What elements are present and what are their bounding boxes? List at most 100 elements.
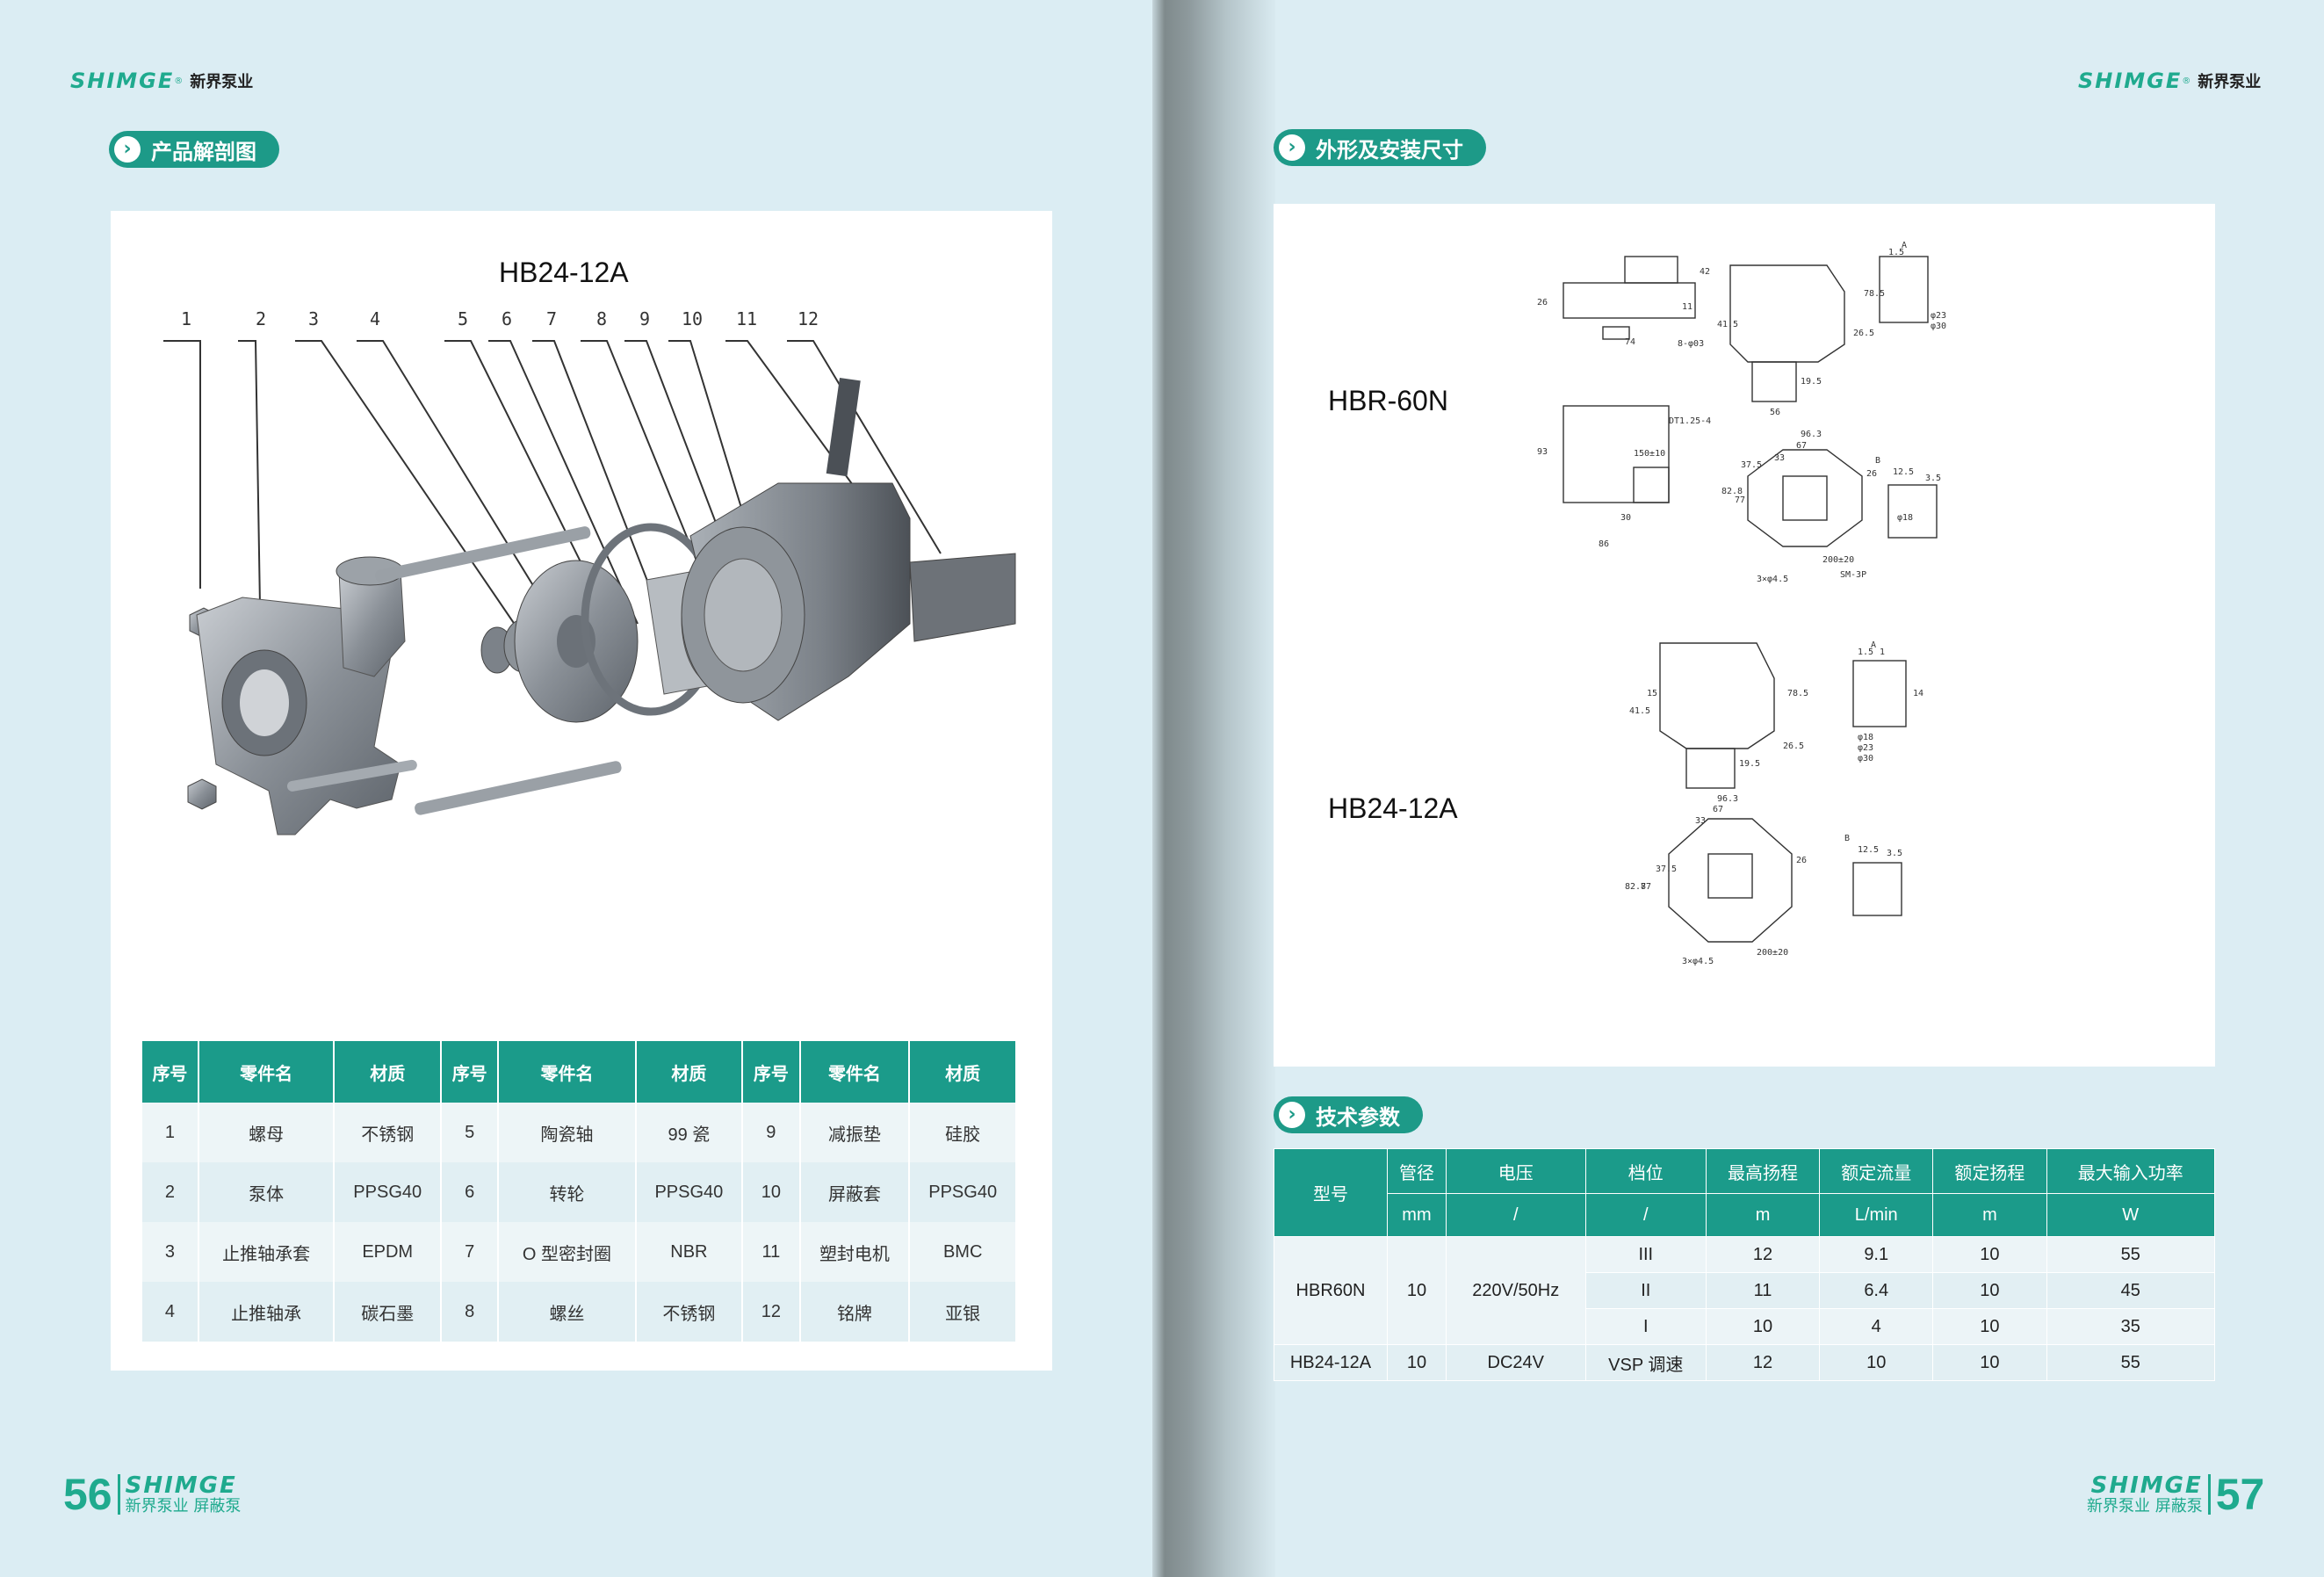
cell: 9 (742, 1103, 801, 1162)
col-header-part-1: 零件名 (198, 1041, 336, 1103)
dimension-drawings-panel: HBR-60N HB24-12A 26 74 42 11 8-φ03 41.5 … (1274, 204, 2215, 1067)
cell: 99 瓷 (635, 1103, 744, 1162)
cell: EPDM (334, 1222, 442, 1282)
dim: SM-3P (1840, 570, 1866, 580)
cell: 45 (2046, 1272, 2215, 1309)
footer-brand: SHIMGE (2090, 1472, 2203, 1499)
unit-speed: / (1584, 1193, 1707, 1237)
cell: 不锈钢 (334, 1103, 442, 1162)
elevation-inlet (1685, 748, 1736, 789)
col-header-rated-head: 额定扬程 (1932, 1148, 2047, 1194)
footer-subtitle: 新界泵业 屏蔽泵 (125, 1497, 242, 1516)
dim: B (1844, 834, 1850, 843)
dim: 1 (1880, 647, 1885, 657)
cell: VSP 调速 (1584, 1344, 1707, 1381)
plan-view-window (1707, 853, 1753, 899)
cell-pipe: 10 (1387, 1236, 1447, 1345)
chevron-right-icon: › (1279, 1102, 1305, 1128)
table-row: I 10 4 10 35 (1274, 1308, 2215, 1345)
cell: 9.1 (1819, 1236, 1934, 1273)
dim: 56 (1770, 408, 1780, 417)
cell: 11 (1705, 1272, 1821, 1309)
cell: 5 (441, 1103, 500, 1162)
dim: 3×φ4.5 (1757, 575, 1788, 584)
page-number: 56 (63, 1470, 112, 1519)
dim: 200±20 (1822, 555, 1854, 565)
cell: PPSG40 (635, 1162, 744, 1222)
cell: 12 (1705, 1344, 1821, 1381)
dim: 67 (1713, 805, 1723, 814)
exploded-view-illustration: 1 2 3 4 5 6 7 8 9 10 11 12 (163, 308, 1016, 836)
screw (286, 759, 417, 792)
dim: 82.8 (1625, 882, 1646, 892)
section-header-dimensions: › 外形及安装尺寸 (1274, 129, 1486, 166)
cell: 4 (1819, 1308, 1934, 1345)
col-header-pipe: 管径 (1387, 1148, 1447, 1194)
cell: 4 (142, 1282, 199, 1342)
cell: 12 (742, 1282, 801, 1342)
chevron-right-icon: › (1279, 134, 1305, 161)
unit-rated-head: m (1932, 1193, 2047, 1237)
section-b (1887, 484, 1938, 539)
dim: 3.5 (1925, 474, 1941, 483)
col-header-max-power: 最大输入功率 (2046, 1148, 2215, 1194)
callout-10: 10 (682, 308, 703, 329)
cell: 55 (2046, 1236, 2215, 1273)
dim: φ30 (1931, 322, 1946, 331)
cell: 6.4 (1819, 1272, 1934, 1309)
section-title: 外形及安装尺寸 (1316, 137, 1463, 163)
top-elevation (1729, 264, 1845, 363)
cell: O 型密封圈 (498, 1222, 637, 1282)
section-header-exploded-view: › 产品解剖图 (109, 131, 279, 168)
cell: DC24V (1445, 1344, 1586, 1381)
cell: 转轮 (498, 1162, 637, 1222)
chevron-right-icon: › (114, 136, 141, 163)
dim: A (1902, 241, 1907, 250)
unit-pipe: mm (1387, 1193, 1447, 1237)
cell: 3 (142, 1222, 199, 1282)
dim: 41.5 (1629, 706, 1650, 716)
dim: 30 (1620, 513, 1631, 523)
footer-divider (117, 1474, 120, 1515)
cell: 止推轴承 (198, 1282, 336, 1342)
col-header-max-head: 最高扬程 (1705, 1148, 1821, 1194)
dim: 3.5 (1887, 849, 1902, 858)
col-header-material-3: 材质 (909, 1041, 1017, 1103)
unit-voltage: / (1445, 1193, 1586, 1237)
dim: 26 (1796, 856, 1807, 865)
dim: 74 (1625, 337, 1635, 347)
logo-brand: SHIMGE (70, 69, 175, 93)
dim: φ30 (1858, 754, 1873, 763)
nut-bottom (187, 778, 217, 810)
header-logo-right: SHIMGE® 新界泵业 (2078, 69, 2261, 93)
cell: 2 (142, 1162, 199, 1222)
dim: 26.5 (1853, 329, 1874, 338)
dim: 86 (1599, 539, 1609, 549)
dim: 33 (1774, 453, 1785, 463)
motor-face-inner (704, 558, 783, 672)
dim: B (1875, 456, 1880, 466)
col-header-no-2: 序号 (441, 1041, 500, 1103)
cell: 止推轴承套 (198, 1222, 336, 1282)
front-view-box (1633, 467, 1670, 503)
pump-outlet (338, 570, 406, 677)
spec-table: 型号 管径 电压 档位 最高扬程 额定流量 额定扬程 最大输入功率 mm / /… (1274, 1148, 2215, 1381)
col-header-rated-flow: 额定流量 (1819, 1148, 1934, 1194)
cell: 10 (1932, 1308, 2047, 1345)
cell: 陶瓷轴 (498, 1103, 637, 1162)
footer-left: 56 SHIMGE 新界泵业 屏蔽泵 (63, 1469, 241, 1520)
cell: 10 (1932, 1272, 2047, 1309)
dimension-labels: 26 74 42 11 8-φ03 41.5 19.5 26.5 56 78.5… (1537, 241, 1946, 584)
left-page: SHIMGE® 新界泵业 › 产品解剖图 HB24-12A (0, 0, 1161, 1577)
callout-12: 12 (798, 308, 819, 329)
dim: DT1.25-4 (1669, 416, 1711, 426)
cell: 泵体 (198, 1162, 336, 1222)
dim: 96.3 (1801, 430, 1822, 439)
table-row: HBR60N 10 220V/50Hz III 12 9.1 10 55 (1274, 1236, 2215, 1345)
dim: 150±10 (1634, 449, 1665, 459)
dim: 12.5 (1858, 845, 1879, 855)
cell: 螺丝 (498, 1282, 637, 1342)
nameplate (909, 553, 1016, 642)
section-title: 产品解剖图 (151, 139, 256, 164)
dim: 33 (1695, 816, 1706, 826)
